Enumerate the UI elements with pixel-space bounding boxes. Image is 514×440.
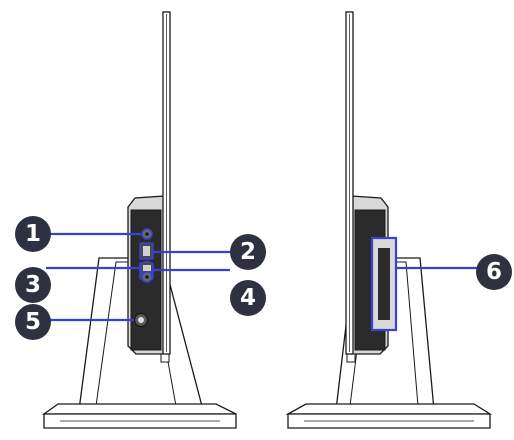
callout-3: 3 [15, 267, 51, 303]
callout-2: 2 [230, 234, 266, 270]
optical-drive-slot [370, 236, 398, 332]
left-io-ports [133, 228, 155, 328]
callout-5: 5 [15, 304, 51, 340]
svg-text:5: 5 [25, 309, 41, 335]
usb-port-upper [139, 242, 154, 260]
audio-jack-port [141, 228, 153, 240]
power-jack-port [133, 312, 149, 328]
callout-4: 4 [230, 280, 266, 316]
svg-text:3: 3 [25, 272, 41, 298]
right-side-view [285, 11, 493, 429]
callout-6: 6 [476, 254, 512, 290]
callout-1: 1 [15, 216, 51, 252]
svg-text:2: 2 [240, 239, 256, 265]
svg-text:4: 4 [240, 285, 256, 311]
left-leader-lines [46, 232, 230, 322]
right-display-panel [345, 11, 354, 355]
svg-text:6: 6 [486, 259, 502, 285]
mic-jack-port [141, 271, 153, 283]
svg-text:1: 1 [25, 221, 41, 247]
left-display-panel [162, 11, 171, 355]
left-side-view [41, 11, 237, 429]
